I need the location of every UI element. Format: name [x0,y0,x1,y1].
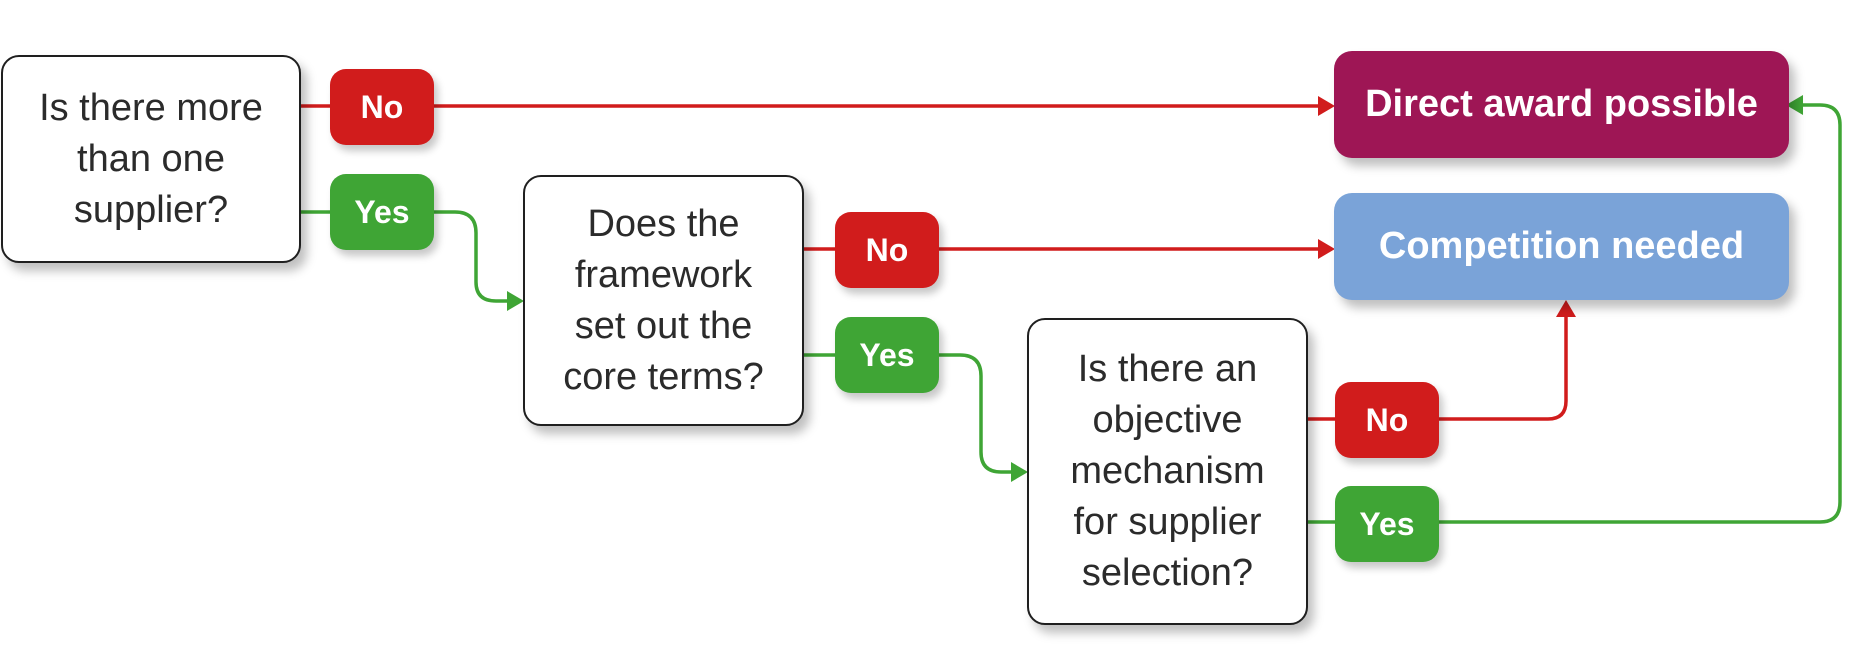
question-line: selection? [1081,552,1254,594]
q3-no-arrowhead [1556,300,1576,317]
question-text: Does the framework set out the core term… [563,199,764,403]
q3-no-connector [1306,316,1568,421]
question-framework-core-terms: Does the framework set out the core term… [523,175,804,426]
question-line: Is there more [39,86,263,129]
question-line: mechanism [1070,450,1265,492]
q3-yes-connector [1306,103,1842,524]
question-line: framework [574,253,753,296]
q2-no-arrowhead [1318,239,1335,259]
question-line: set out the [574,304,753,347]
question-text: Is there an objective mechanism for supp… [1070,344,1264,599]
q1-no-arrowhead [1318,96,1335,116]
q1-no-label: No [330,69,434,145]
q1-yes-connector [300,210,508,303]
question-line: than one [77,137,225,180]
q3-yes-arrowhead [1786,95,1803,115]
q3-yes-label: Yes [1335,486,1439,562]
q1-yes-arrowhead [507,291,524,311]
q2-no-label: No [835,212,939,288]
question-line: core terms? [563,355,764,398]
question-line: Does the [587,202,740,245]
outcome-competition-needed: Competition needed [1334,193,1789,300]
q2-yes-arrowhead [1011,462,1028,482]
q2-yes-connector [802,353,1012,474]
question-line: objective [1092,399,1243,441]
q1-yes-label: Yes [330,174,434,250]
question-line: Is there an [1077,348,1258,390]
question-text: Is there more than one supplier? [39,83,263,236]
q3-no-label: No [1335,382,1439,458]
question-more-than-one-supplier: Is there more than one supplier? [1,55,301,263]
question-line: supplier? [73,188,229,231]
q2-yes-label: Yes [835,317,939,393]
question-objective-mechanism: Is there an objective mechanism for supp… [1027,318,1308,625]
outcome-direct-award: Direct award possible [1334,51,1789,158]
question-line: for supplier [1073,501,1262,543]
